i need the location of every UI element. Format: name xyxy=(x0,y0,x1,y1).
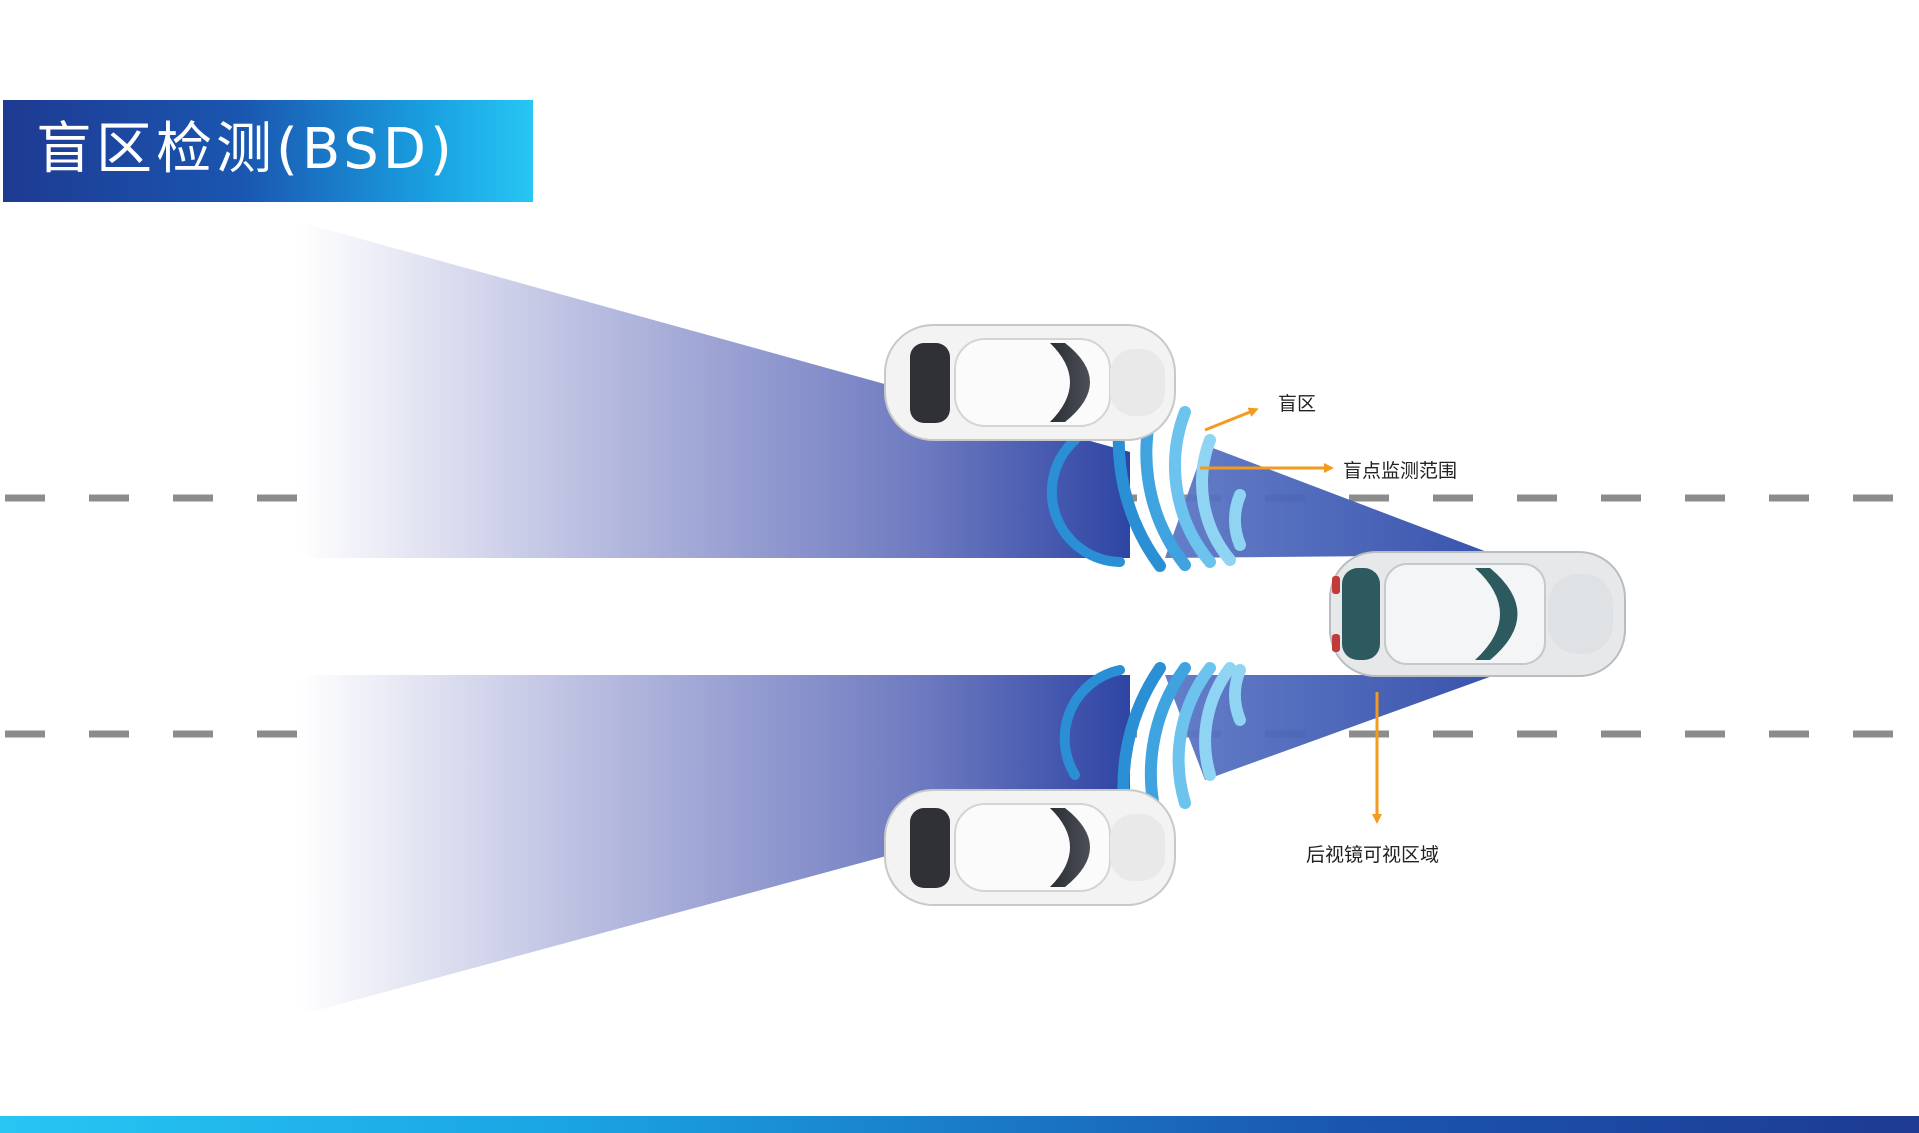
sedan-car-icon xyxy=(884,324,1176,441)
hatchback-car-icon xyxy=(1329,551,1626,677)
mirror-view-zone-top xyxy=(300,222,1130,558)
mirror-view-zone-bottom xyxy=(300,675,1130,1015)
label-blind-zone: 盲区 xyxy=(1278,393,1317,415)
detection-cone-top xyxy=(1165,445,1495,558)
label-mirror-view: 后视镜可视区域 xyxy=(1306,844,1440,866)
label-monitoring-range: 盲点监测范围 xyxy=(1343,460,1458,482)
detection-cone-bottom xyxy=(1165,675,1495,780)
arrow-icon xyxy=(1204,407,1259,432)
sedan-car-icon xyxy=(884,789,1176,906)
title-banner xyxy=(3,100,533,202)
bottom-bar xyxy=(0,1116,1919,1133)
page-title: 盲区检测(BSD) xyxy=(36,117,456,182)
